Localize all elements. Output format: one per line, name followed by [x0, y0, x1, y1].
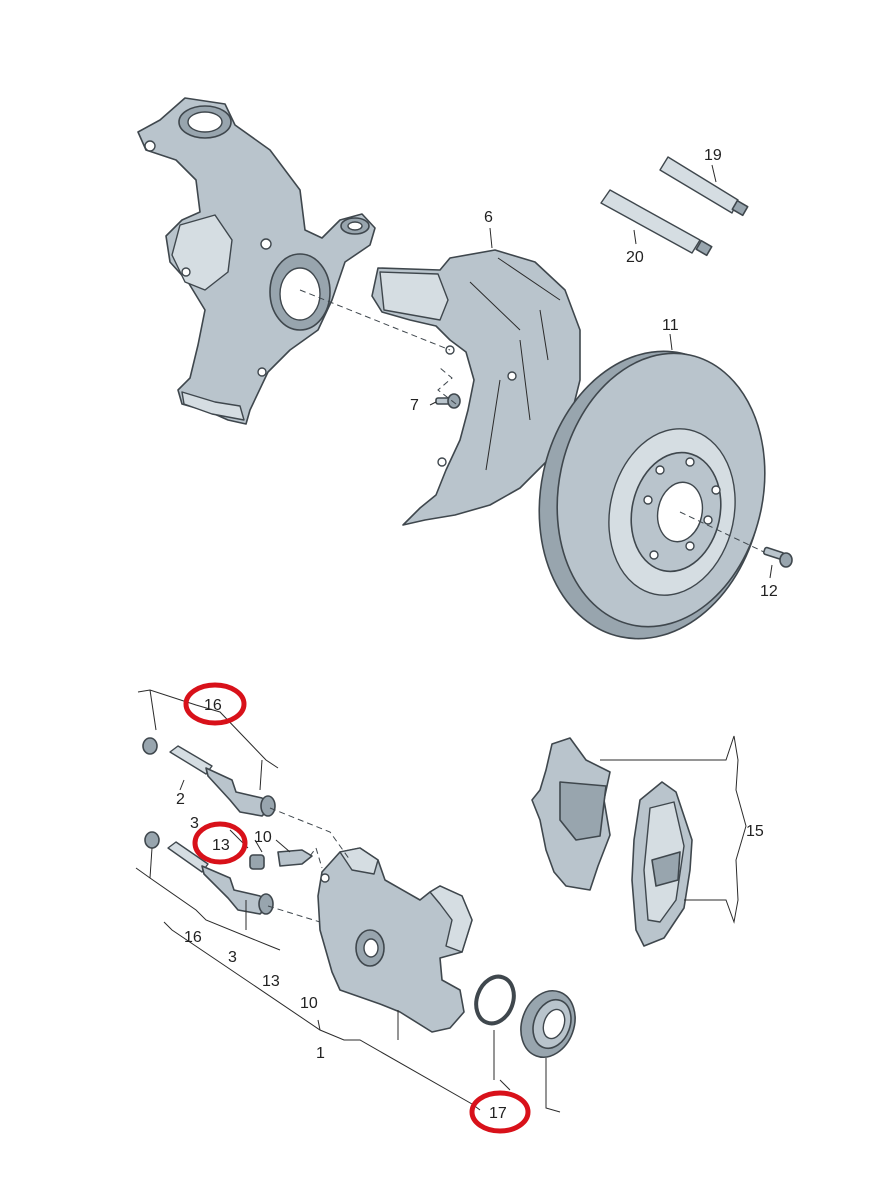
grease-tube-20: [600, 189, 713, 257]
callout-10-bottom: 10: [300, 995, 318, 1012]
callout-16-top: 16: [204, 697, 222, 714]
callout-3-top: 3: [190, 815, 199, 832]
highlight-circle-17: [469, 1090, 531, 1134]
callout-15: 15: [746, 823, 764, 840]
grease-tube-19: [659, 156, 749, 217]
highlight-circle-13: [192, 821, 248, 865]
brake-pad-inner: [631, 781, 693, 947]
callout-17: 17: [489, 1105, 507, 1122]
highlight-markers: [183, 682, 531, 1134]
callout-3-bottom: 3: [228, 949, 237, 966]
callout-1: 1: [316, 1045, 325, 1062]
callout-13-bottom: 13: [262, 973, 280, 990]
callout-11: 11: [662, 317, 679, 334]
bleeder-cap: [249, 854, 265, 870]
callout-19: 19: [704, 147, 722, 164]
brake-caliper: [317, 847, 473, 1033]
bolt-12: [762, 546, 793, 568]
brake-splash-shield: [371, 249, 581, 526]
bleeder-valve: [277, 849, 313, 867]
brake-pad-outer: [531, 737, 611, 891]
callout-10-top: 10: [254, 829, 272, 846]
callout-16-bottom: 16: [184, 929, 202, 946]
callout-6: 6: [484, 209, 493, 226]
piston-seal-ring: [474, 974, 516, 1026]
guide-pin-lower: [144, 831, 274, 915]
leader-lines: [135, 164, 773, 1113]
callout-7: 7: [410, 397, 419, 414]
brake-disc: [538, 350, 766, 640]
guide-pin-upper: [142, 737, 276, 817]
piston-dust-boot: [520, 990, 576, 1058]
highlight-circle-16: [183, 682, 247, 726]
callout-20: 20: [626, 249, 644, 266]
callout-12: 12: [760, 583, 778, 600]
callout-2: 2: [176, 791, 185, 808]
steering-knuckle: [137, 97, 376, 425]
callout-13-top: 13: [212, 837, 230, 854]
callout-labels: 6 19 20 11 7 12 16 2 3 13 10 15 16 3 13 …: [176, 147, 778, 1122]
bolt-7: [435, 393, 461, 409]
